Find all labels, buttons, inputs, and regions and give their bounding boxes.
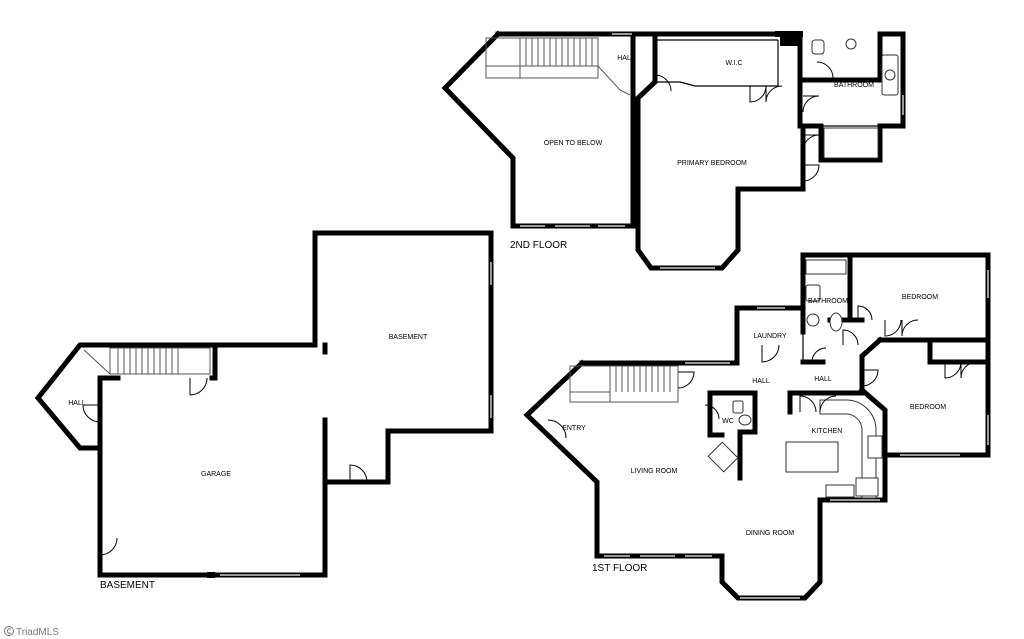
room-label-bedroom-2: BEDROOM [910, 404, 946, 411]
room-label-living-room: LIVING ROOM [631, 468, 678, 475]
room-label-bathroom-2nd: BATHROOM [834, 82, 874, 89]
room-label-kitchen: KITCHEN [812, 428, 843, 435]
door-arc [654, 61, 834, 182]
basement-plan: BASEMENT HALL GARAGE BASEMENT [34, 230, 494, 591]
copyright-icon [4, 626, 14, 636]
room-label-hall-basement: HALL [68, 400, 86, 407]
watermark-text: TriadMLS [16, 627, 59, 638]
second-floor-plan: HALL W.I.C BATHROOM OPEN TO BELOW PRIMAR… [441, 30, 906, 271]
room-label-garage: GARAGE [201, 471, 231, 478]
room-label-entry: ENTRY [562, 425, 586, 432]
stairs-1st-floor [569, 365, 679, 403]
room-label-open-to-below: OPEN TO BELOW [544, 140, 603, 147]
room-label-wic: W.I.C [725, 60, 742, 67]
room-label-bathroom-1st: BATHROOM [808, 298, 848, 305]
room-label-primary-bedroom: PRIMARY BEDROOM [677, 160, 747, 167]
floor-label-2nd: 2ND FLOOR [510, 240, 567, 251]
room-label-bedroom-1: BEDROOM [902, 294, 938, 301]
stairs-2nd-floor [485, 37, 631, 96]
room-label-hall-1st-b: HALL [814, 376, 832, 383]
room-label-basement: BASEMENT [389, 334, 428, 341]
watermark: TriadMLS [4, 626, 59, 638]
stairs-basement [83, 347, 211, 375]
floor-label-basement: BASEMENT [100, 580, 155, 591]
room-label-hall-2nd: HALL [617, 55, 635, 62]
floor-label-1st: 1ST FLOOR [592, 563, 647, 574]
room-label-laundry: LAUNDRY [753, 333, 787, 340]
first-floor-plan: BATHROOM BEDROOM LAUNDRY HALL HALL BEDRO… [523, 252, 991, 601]
room-label-wc: WC [722, 418, 734, 425]
room-label-hall-1st-a: HALL [752, 378, 770, 385]
room-label-dining-room: DINING ROOM [746, 530, 794, 537]
